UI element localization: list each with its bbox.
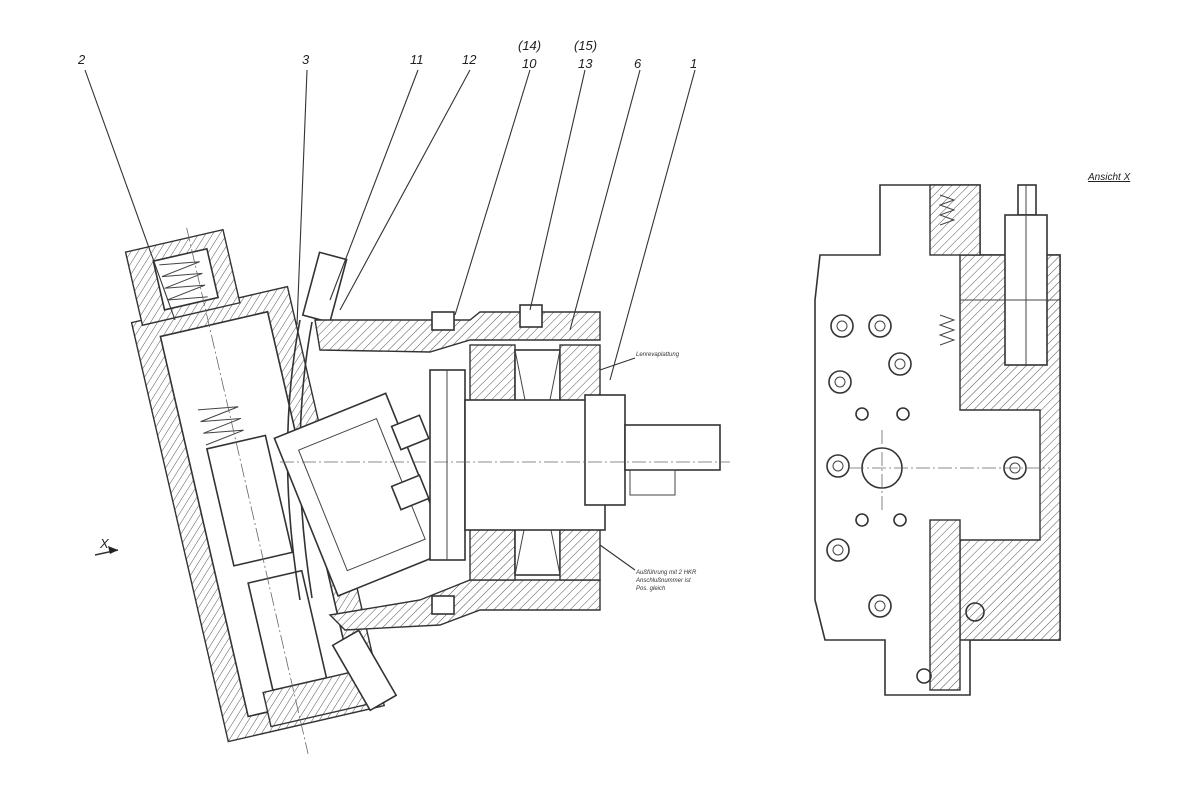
bolt-hole xyxy=(868,314,892,338)
leader-11 xyxy=(329,69,419,301)
leader-13 xyxy=(529,69,586,311)
callout-12: 12 xyxy=(462,52,477,67)
view-arrow: X xyxy=(94,536,119,556)
lower-spool-housing xyxy=(929,519,961,691)
section-view xyxy=(124,227,730,755)
small-hole xyxy=(896,407,910,421)
callout-3: 3 xyxy=(302,52,310,67)
housing-top-wall xyxy=(314,311,601,353)
housing-bolt-top-left xyxy=(431,311,455,331)
shaft-end xyxy=(624,424,721,471)
leader-2 xyxy=(84,69,176,321)
housing-bottom-wall xyxy=(328,579,601,631)
bolt-hole xyxy=(965,602,985,622)
bottom-note-line-1: Außführung mit 2 HKR xyxy=(635,570,697,576)
callout-13: 13 xyxy=(578,56,593,71)
leader-1 xyxy=(609,69,696,381)
bottom-note-line-3: Pos. gleich xyxy=(636,586,666,592)
callout-11: 11 xyxy=(410,52,424,67)
bolt-hole-inner xyxy=(832,544,844,556)
view-x-title: Ansicht X xyxy=(1087,172,1131,183)
piston-rod-upper xyxy=(390,414,430,451)
bolt-hole xyxy=(826,454,850,478)
bolt-hole xyxy=(828,370,852,394)
bottom-note-line-2: Anschlußnummer ist xyxy=(635,578,691,584)
shaft-seal xyxy=(584,394,626,506)
small-hole xyxy=(855,513,869,527)
bolt-hole xyxy=(826,538,850,562)
view-arrow-label: X xyxy=(99,536,110,551)
piston-rod-lower xyxy=(390,474,430,511)
bolt-hole-inner xyxy=(874,320,886,332)
bolt-hole-inner xyxy=(834,376,846,388)
valve-cap xyxy=(1017,184,1037,216)
callout-10: 10 xyxy=(522,56,537,71)
bolt-hole-inner xyxy=(874,600,886,612)
callout-13-alt: (15) xyxy=(574,38,597,53)
callout-leaders xyxy=(84,69,696,571)
bolt-hole-inner xyxy=(832,460,844,472)
bolt-hole-inner xyxy=(894,358,906,370)
middle-spring xyxy=(197,406,244,446)
small-hole xyxy=(916,668,932,684)
housing-bolt-top-right xyxy=(519,304,543,328)
housing-axis xyxy=(186,227,309,755)
bolt-hole xyxy=(868,594,892,618)
callout-10-alt: (14) xyxy=(518,38,541,53)
lower-plug xyxy=(331,629,398,712)
drive-shaft-body xyxy=(464,399,606,531)
view-x: Ansicht X xyxy=(814,172,1131,696)
top-note: Lenrevaplattung xyxy=(636,352,680,358)
top-spring xyxy=(159,261,208,301)
barrel-bore xyxy=(297,417,426,572)
callout-2: 2 xyxy=(77,52,86,67)
bolt-hole-inner xyxy=(836,320,848,332)
middle-spring-right xyxy=(938,314,956,346)
leader-bottom-note xyxy=(599,544,636,571)
leader-12 xyxy=(339,69,471,311)
leader-3 xyxy=(296,69,308,326)
callout-6: 6 xyxy=(634,56,642,71)
leader-6 xyxy=(569,69,641,331)
upper-plug xyxy=(301,251,348,324)
callout-1: 1 xyxy=(690,56,697,71)
upper-spring xyxy=(938,194,956,226)
small-hole xyxy=(893,513,907,527)
bolt-hole xyxy=(830,314,854,338)
view-arrow-head xyxy=(108,546,118,554)
bolt-hole xyxy=(888,352,912,376)
leader-top-note xyxy=(599,357,636,371)
shaft-key xyxy=(629,469,676,496)
housing-bolt-bottom-left xyxy=(431,595,455,615)
small-hole xyxy=(855,407,869,421)
leader-10 xyxy=(454,69,531,316)
